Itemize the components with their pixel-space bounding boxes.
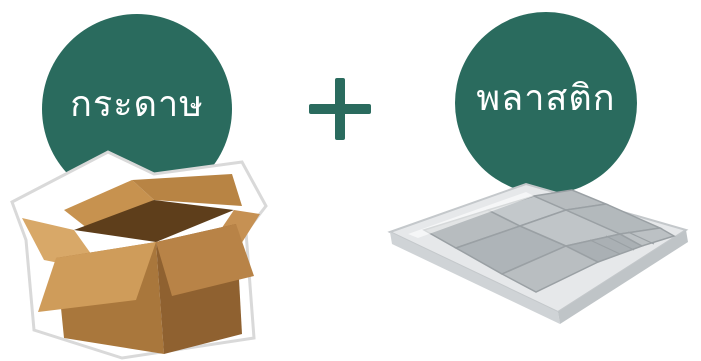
plus-icon	[309, 78, 371, 140]
plastic-circle-badge: พลาสติก	[455, 12, 637, 194]
plastic-tray-icon	[384, 178, 690, 330]
cardboard-box-icon	[4, 140, 276, 361]
paper-label: กระดาษ	[70, 75, 204, 132]
plastic-label: พลาสติก	[476, 69, 615, 126]
